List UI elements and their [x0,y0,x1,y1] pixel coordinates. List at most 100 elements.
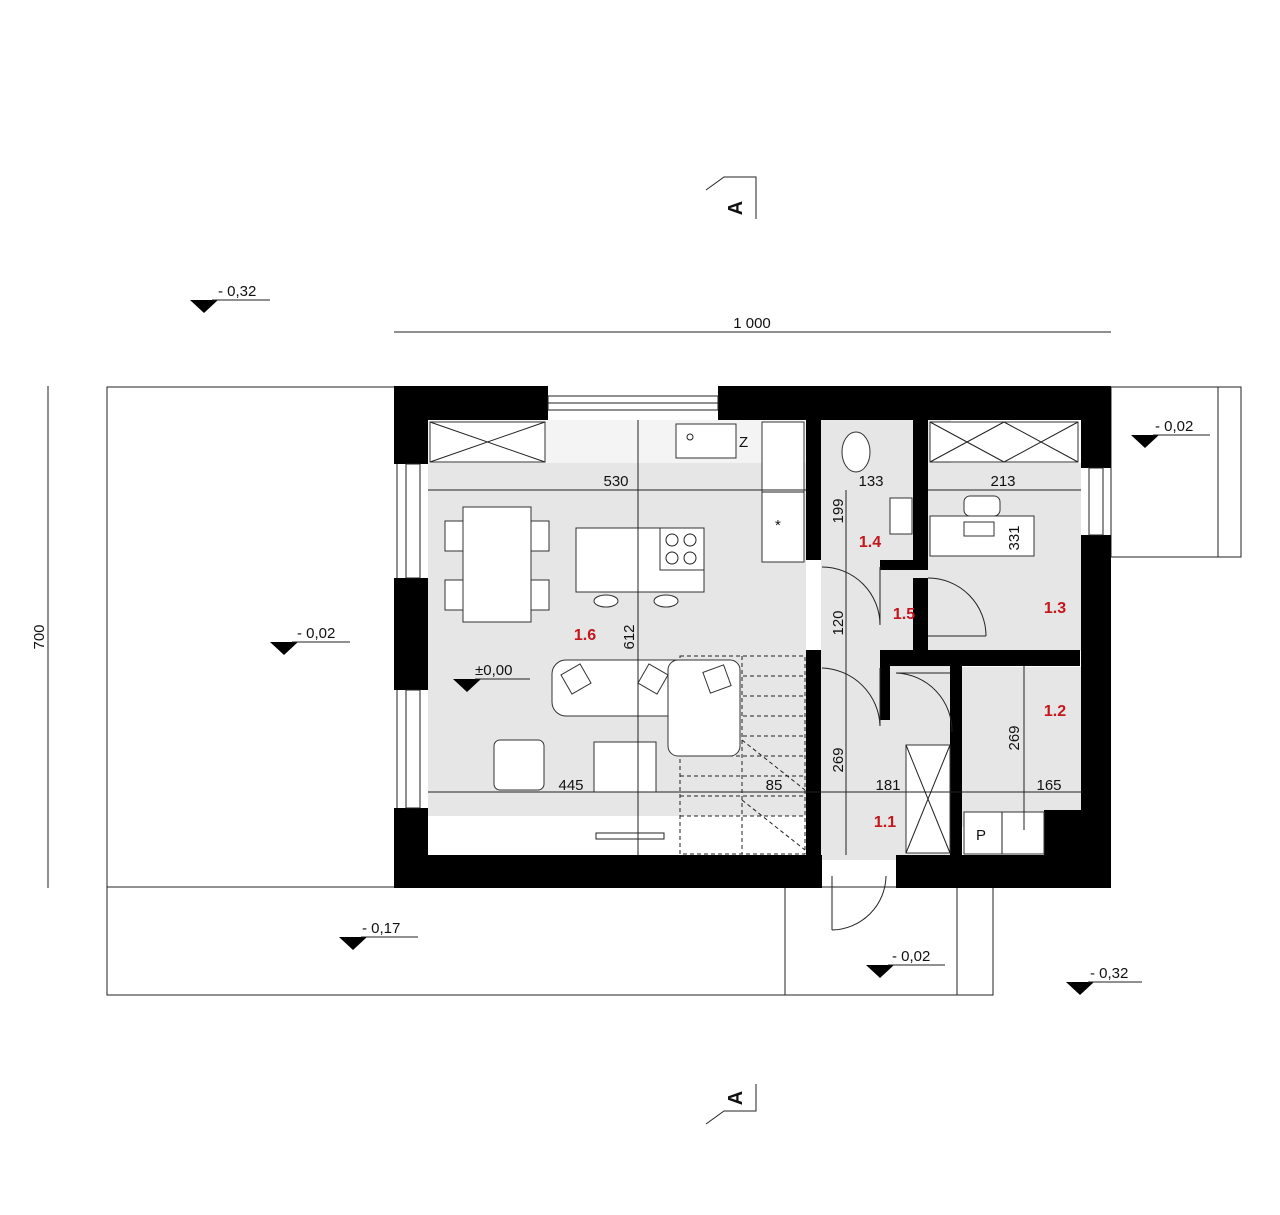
chair [444,520,464,552]
svg-text:A: A [725,1091,747,1105]
section-marker-bottom: A [705,1084,757,1125]
svg-text:A: A [725,201,747,215]
dim-room13-width: 213 [990,473,1015,490]
level-marker-top-left: - 0,32 [190,283,270,313]
dim-wc-depth: 199 [830,498,847,523]
level-marker-entrance: - 0,02 [866,948,945,978]
wall [394,578,428,690]
boiler-room-box [963,811,1045,855]
wardrobe [929,421,1079,463]
right-terrace-outline [1110,386,1242,558]
hob-icon [659,527,705,571]
svg-text:- 0,32: - 0,32 [1090,965,1128,982]
wall [1081,386,1111,468]
level-marker-floor: ±0,00 [453,662,530,692]
cushion [637,663,669,695]
section-marker-top: A [705,176,757,219]
asterisk-icon: * [775,517,781,534]
window-right [1088,467,1104,536]
room-label-1-4: 1.4 [859,534,881,551]
svg-text:±0,00: ±0,00 [475,662,512,679]
wall [880,560,928,570]
wall [950,666,962,856]
dim-hall-width: 181 [875,777,900,794]
dim-room13-depth: 331 [1006,525,1023,550]
wall [806,420,821,560]
level-marker-front-terrace: - 0,17 [339,920,418,950]
room-label-1-2: 1.2 [1044,703,1066,720]
dim-stair-width: 85 [766,777,783,794]
window-left-upper [405,463,421,579]
toilet-icon [841,431,871,473]
room-12-floor [962,667,1081,827]
dim-living-depth: 612 [621,624,638,649]
walls [394,386,1111,888]
room-label-1-5: 1.5 [893,606,915,623]
door-swing-wc [821,566,881,626]
fridge-mark: Z [739,434,748,451]
dim-corridor-depth: 120 [830,610,847,635]
boiler-mark: P [976,827,986,844]
dim-room12-width: 165 [1036,777,1061,794]
room-label-1-1: 1.1 [874,814,896,831]
room-numbers: 1.4 1.5 1.3 1.2 1.6 1.1 [574,534,1066,831]
chair [530,579,550,611]
dim-overall-width: 1 000 [733,315,771,332]
dim-lower-left-width: 445 [558,777,583,794]
svg-text:- 0,32: - 0,32 [218,283,256,300]
svg-text:- 0,02: - 0,02 [892,948,930,965]
chair [444,579,464,611]
doors [821,566,987,931]
level-marker-left-terrace: - 0,02 [270,625,350,655]
floor-fills [428,420,1081,860]
room-13-floor [928,463,1081,651]
svg-text:- 0,17: - 0,17 [362,920,400,937]
wall [880,660,890,720]
chair [530,520,550,552]
svg-text:- 0,02: - 0,02 [1155,418,1193,435]
wall [1081,535,1111,888]
door-swing-room13 [927,577,987,637]
wall [806,650,821,855]
office-chair-icon [963,495,1001,517]
stool [653,594,679,608]
wall [913,420,928,560]
wall [718,386,1111,420]
dim-hall-depth: 269 [830,747,847,772]
furniture: * Z [429,421,1079,855]
window-left-lower [405,689,421,809]
cushion [702,664,732,694]
wall [913,578,928,658]
cushion [560,663,592,695]
stool [593,594,619,608]
svg-text:- 0,02: - 0,02 [297,625,335,642]
sink-icon [675,423,737,459]
door-swing-room12 [895,672,953,733]
wall [394,386,548,420]
level-marker-bottom-right: - 0,32 [1066,965,1142,995]
door-swing-entrance [831,875,887,931]
dim-overall-depth: 700 [31,624,48,649]
coffee-table [593,741,657,793]
windows [405,395,1104,840]
washbasin-icon [889,497,913,535]
monitor-icon [963,521,995,537]
door-swing-living [821,667,881,727]
level-marker-right-terrace: - 0,02 [1131,418,1210,448]
wall [1044,810,1081,856]
dim-living-width: 530 [603,473,628,490]
left-terrace-outline [106,386,398,888]
room-label-1-3: 1.3 [1044,600,1066,617]
dimension-lines [47,331,1111,888]
wall [880,650,1080,666]
armchair [493,739,545,791]
room-label-1-6: 1.6 [574,627,596,644]
window-front [595,832,665,840]
front-terrace-outline [106,886,994,996]
dim-room12-depth: 269 [1006,725,1023,750]
level-markers: - 0,32 - 0,02 ±0,00 - 0,02 - 0,17 - 0,02 [190,283,1210,995]
wall [394,855,822,888]
dining-table [462,506,532,623]
dim-wc-width: 133 [858,473,883,490]
